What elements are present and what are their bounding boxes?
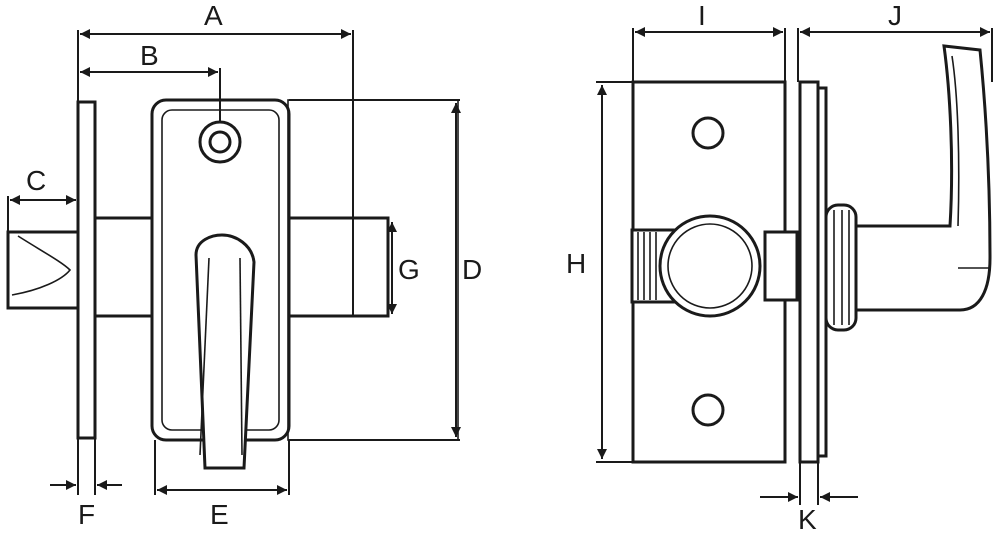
label-I: I: [698, 0, 706, 31]
spindle-groove: [11, 235, 72, 296]
label-A: A: [204, 0, 223, 31]
cylinder-face-inner: [667, 223, 753, 309]
front-dimensions: A B C D E F G: [7, 0, 482, 530]
key-cylinder-core: [208, 130, 232, 154]
side-view: [630, 44, 992, 464]
bolt-extension: [286, 216, 390, 318]
knurl-lines: [637, 232, 657, 300]
cylinder-face: [658, 214, 762, 318]
screw-hole-bottom-icon: [691, 393, 725, 427]
label-B: B: [140, 40, 159, 71]
handle-lever: [194, 233, 256, 470]
screw-hole-top-icon: [691, 116, 725, 150]
side-handle-icon: [854, 44, 992, 312]
label-E: E: [210, 499, 229, 530]
handle-edge-2: [239, 257, 243, 456]
side-flange: [798, 80, 820, 464]
label-G: G: [398, 254, 420, 285]
mounting-flange: [76, 100, 97, 440]
cylinder-collar: [763, 230, 799, 302]
label-D: D: [462, 254, 482, 285]
side-handle-inner: [951, 55, 960, 227]
side-dimensions: I J H K: [566, 0, 993, 533]
spindle: [6, 230, 80, 310]
handle-edge: [199, 257, 210, 456]
label-H: H: [566, 248, 586, 279]
label-C: C: [26, 165, 46, 196]
front-view: [6, 98, 459, 470]
label-F: F: [78, 499, 95, 530]
label-J: J: [888, 0, 902, 31]
knob-collar: [824, 203, 858, 332]
label-K: K: [798, 504, 817, 533]
